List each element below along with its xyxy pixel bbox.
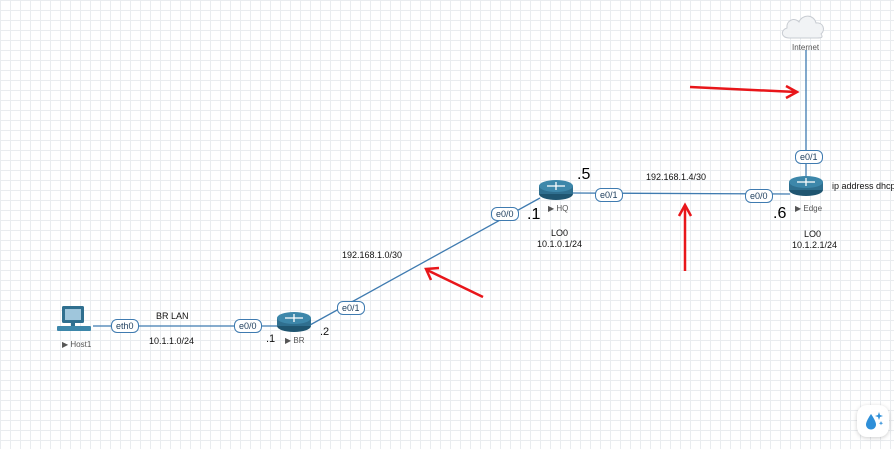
hq-br-address-text: .1 xyxy=(527,206,541,223)
lan-network-label: 10.1.1.0/24 xyxy=(149,336,195,346)
node-marker: ▶ xyxy=(62,340,69,349)
cloud-icon[interactable] xyxy=(781,15,824,39)
computer-icon[interactable] xyxy=(57,306,91,331)
host1-eth0-interface[interactable]: eth0 xyxy=(111,319,139,333)
router-icon[interactable] xyxy=(539,180,573,200)
node-marker: ▶ xyxy=(548,204,555,213)
br-e0-1-interface[interactable]: e0/1 xyxy=(337,301,365,315)
internet-label: Internet xyxy=(792,43,820,52)
br-hq-address-text: .2 xyxy=(320,326,330,338)
hq-node-label: ▶ HQ xyxy=(548,204,568,213)
water-drop-sparkle-icon xyxy=(866,412,884,430)
annotation-arrow-br-hq-link xyxy=(424,266,484,299)
edge-label: Edge xyxy=(803,204,823,213)
hq-e0-0-interface[interactable]: e0/0 xyxy=(491,207,519,221)
lan-name-label: BR LAN xyxy=(156,311,189,321)
edge-e0-0-interface[interactable]: e0/0 xyxy=(745,189,773,203)
node-marker: ▶ xyxy=(795,204,802,213)
node-marker: ▶ xyxy=(285,336,292,345)
annotation-arrow-hq-edge-link xyxy=(677,202,693,271)
br-e0-0-interface[interactable]: e0/0 xyxy=(234,319,262,333)
edge-loopback-name: LO0 xyxy=(804,229,822,239)
edge-loopback-network: 10.1.2.1/24 xyxy=(792,240,838,250)
hq-e0-1-interface[interactable]: e0/1 xyxy=(595,188,623,202)
hq-label: HQ xyxy=(556,204,569,213)
router-icon[interactable] xyxy=(789,176,823,196)
edge-node-label: ▶ Edge xyxy=(795,204,822,213)
hq-loopback-name: LO0 xyxy=(551,228,569,238)
edge-command-text: ip address dhcp xyxy=(832,181,894,191)
assistant-widget-button[interactable] xyxy=(857,405,889,437)
host1-label: Host1 xyxy=(70,340,92,349)
router-icon[interactable] xyxy=(277,312,311,332)
edge-address-text: .6 xyxy=(773,205,787,222)
subnet-br-hq-label: 192.168.1.0/30 xyxy=(342,250,403,260)
hq-edge-address-text: .5 xyxy=(577,166,591,183)
br-label: BR xyxy=(293,336,305,345)
hq-loopback-network: 10.1.0.1/24 xyxy=(537,239,583,249)
br-node-label: ▶ BR xyxy=(285,336,305,345)
br-lan-address-text: .1 xyxy=(266,333,276,345)
edge-e0-1-interface[interactable]: e0/1 xyxy=(795,150,823,164)
annotation-arrow-internet xyxy=(689,84,800,100)
host1-node-label: ▶ Host1 xyxy=(62,340,91,349)
subnet-hq-edge-label: 192.168.1.4/30 xyxy=(646,172,707,182)
